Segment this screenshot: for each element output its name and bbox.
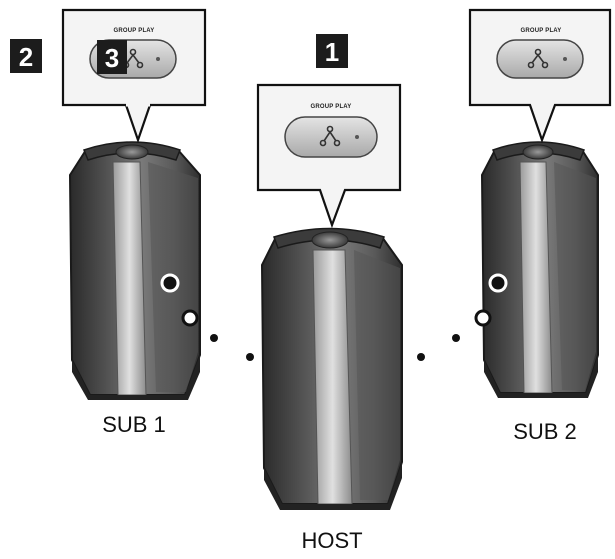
speaker-label-sub1: SUB 1 (102, 412, 166, 437)
group-play-icon (527, 48, 549, 69)
callout-host: GROUP PLAY (256, 83, 402, 229)
speaker-sub2-top-logo (522, 144, 554, 160)
step-number-3: 3 (105, 43, 119, 73)
speaker-host-top-logo (311, 231, 349, 249)
button-led (156, 57, 160, 61)
speaker-sub1 (68, 141, 201, 400)
speaker-sub2-port-lower (474, 309, 492, 327)
connection-dots (210, 334, 460, 361)
callout-sub1-label: GROUP PLAY (113, 28, 154, 34)
button-led (355, 135, 359, 139)
connection-dot (246, 353, 254, 361)
callout-sub2: GROUP PLAY (468, 8, 612, 144)
step-number-2: 2 (19, 42, 33, 72)
speaker-label-sub2: SUB 2 (513, 419, 577, 444)
step-badge-2: 2 (10, 39, 42, 73)
callout-sub1: GROUP PLAY (61, 8, 207, 144)
group-play-button-host[interactable] (284, 116, 378, 158)
group-play-button-sub2[interactable] (496, 39, 584, 79)
group-play-icon (319, 125, 341, 147)
speaker-sub1-port (160, 273, 180, 293)
step-badge-1: 1 (316, 34, 348, 68)
button-led (563, 57, 567, 61)
connection-dot (210, 334, 218, 342)
callout-sub2-label: GROUP PLAY (520, 28, 561, 34)
step-number-1: 1 (325, 37, 339, 67)
connection-dot (452, 334, 460, 342)
speaker-sub1-top-logo (115, 144, 149, 160)
step-badge-3: 3 (97, 40, 127, 74)
speaker-label-host: HOST (301, 528, 362, 553)
speaker-host (260, 227, 403, 510)
connection-dot (417, 353, 425, 361)
callout-host-label: GROUP PLAY (310, 104, 351, 110)
speaker-sub2 (474, 141, 599, 398)
speaker-sub1-port-lower (181, 309, 199, 327)
speaker-sub2-port (488, 273, 508, 293)
